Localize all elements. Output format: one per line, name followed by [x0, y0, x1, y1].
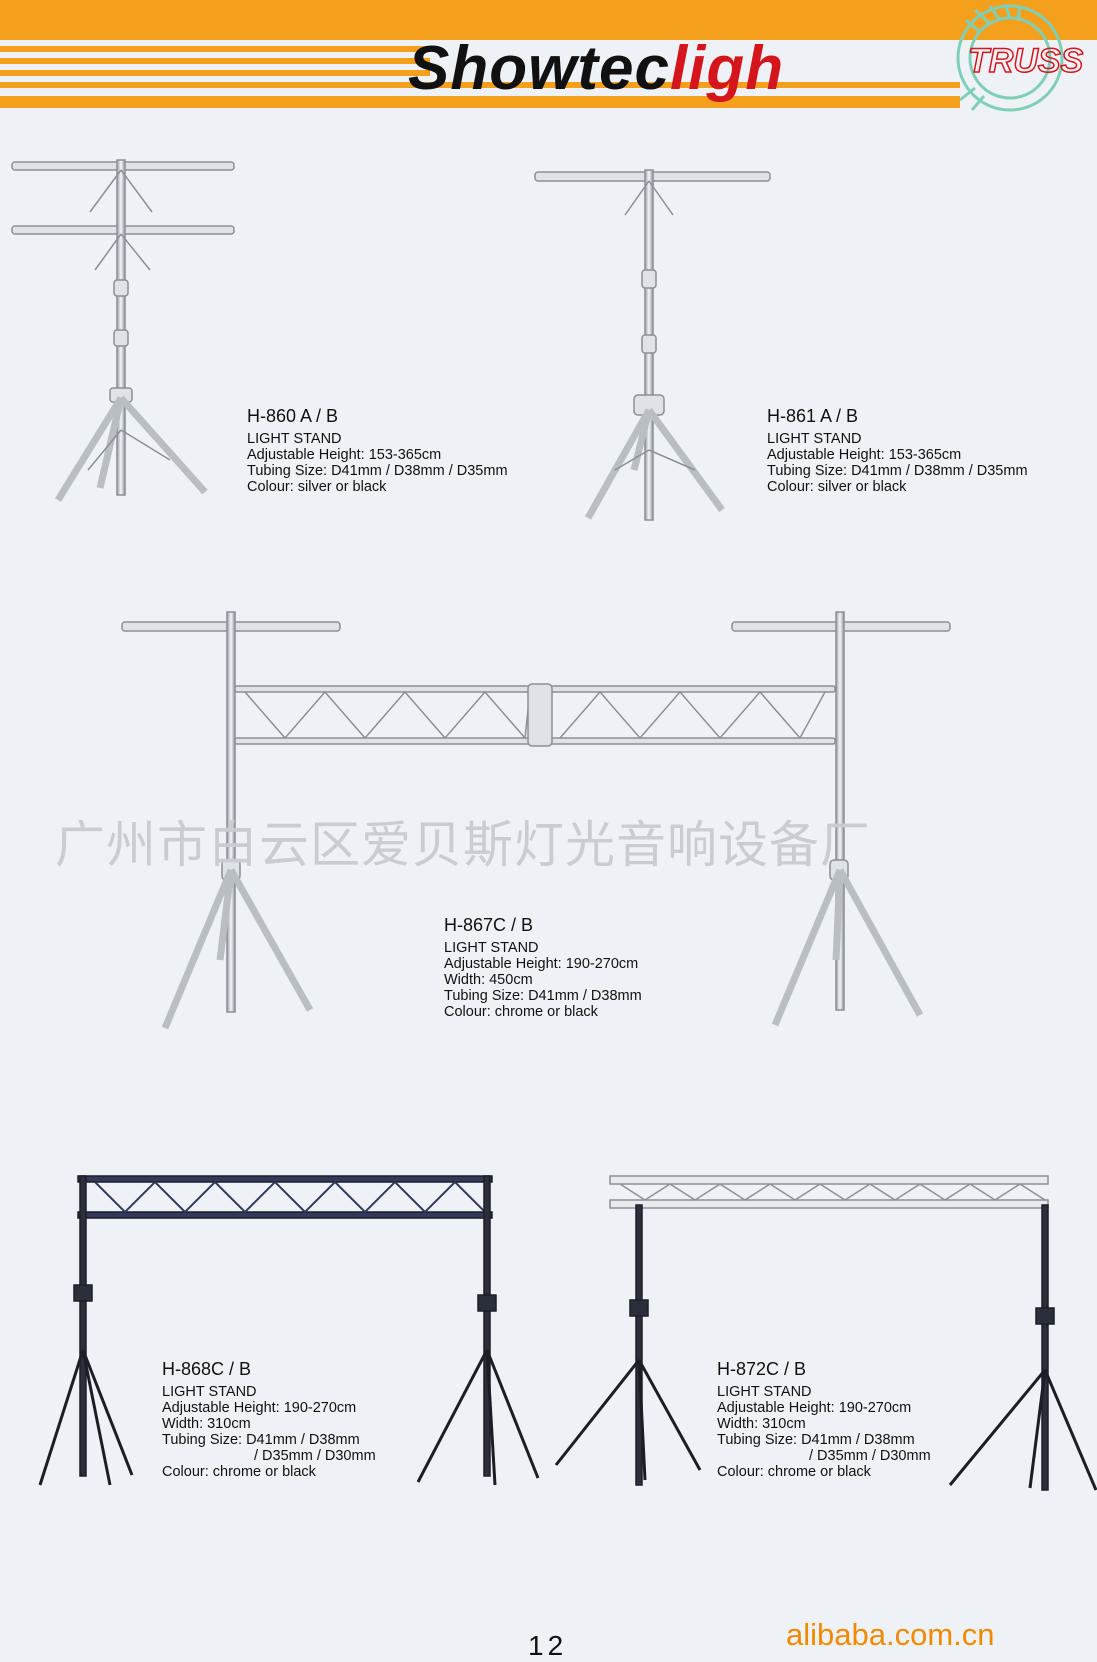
- colour: Colour: chrome or black: [717, 1464, 871, 1480]
- stand-h867-image: [121, 611, 951, 1030]
- product-type: LIGHT STAND: [247, 431, 342, 447]
- page-number: 12: [528, 1630, 568, 1661]
- tubing-size-cont: / D35mm / D30mm: [254, 1448, 376, 1464]
- model-name: H-872C / B: [717, 1359, 807, 1379]
- tubing-size: Tubing Size: D41mm / D38mm: [444, 988, 642, 1004]
- adjustable-height: Adjustable Height: 190-270cm: [162, 1400, 357, 1416]
- model-name: H-868C / B: [162, 1359, 252, 1379]
- spec-h860: H-860 A / B LIGHT STAND Adjustable Heigh…: [247, 405, 508, 495]
- width: Width: 310cm: [717, 1416, 806, 1432]
- tubing-size: Tubing Size: D41mm / D38mm / D35mm: [247, 463, 508, 479]
- adjustable-height: Adjustable Height: 190-270cm: [444, 956, 639, 972]
- truss-logo: TRUSS: [956, 3, 1084, 112]
- spec-h872: H-872C / B LIGHT STAND Adjustable Height…: [717, 1358, 931, 1480]
- product-type: LIGHT STAND: [767, 431, 862, 447]
- adjustable-height: Adjustable Height: 190-270cm: [717, 1400, 912, 1416]
- adjustable-height: Adjustable Height: 153-365cm: [767, 447, 962, 463]
- header-stripe: [0, 96, 960, 108]
- brand-title: Showtecligh: [408, 38, 784, 100]
- tubing-size-cont: / D35mm / D30mm: [809, 1448, 931, 1464]
- header-stripe: [0, 82, 960, 88]
- spec-h861: H-861 A / B LIGHT STAND Adjustable Heigh…: [767, 405, 1028, 495]
- colour: Colour: silver or black: [247, 479, 387, 495]
- product-type: LIGHT STAND: [444, 940, 539, 956]
- colour: Colour: silver or black: [767, 479, 907, 495]
- stand-h868-image: [38, 1175, 540, 1486]
- brand-title-part2: ligh: [669, 34, 785, 103]
- colour: Colour: chrome or black: [444, 1004, 598, 1020]
- stand-h872-image: [554, 1175, 1097, 1491]
- brand-title-part1: Showtec: [408, 34, 670, 103]
- watermark-text: 广州市白云区爱贝斯灯光音响设备厂: [55, 816, 871, 874]
- stand-h861-image: [534, 169, 771, 521]
- width: Width: 450cm: [444, 972, 533, 988]
- header-stripe: [0, 70, 430, 76]
- header-stripe: [0, 46, 430, 52]
- tubing-size: Tubing Size: D41mm / D38mm: [162, 1432, 360, 1448]
- spec-h867: H-867C / B LIGHT STAND Adjustable Height…: [444, 914, 642, 1020]
- product-type: LIGHT STAND: [717, 1384, 812, 1400]
- adjustable-height: Adjustable Height: 153-365cm: [247, 447, 442, 463]
- tubing-size: Tubing Size: D41mm / D38mm / D35mm: [767, 463, 1028, 479]
- model-name: H-861 A / B: [767, 406, 859, 426]
- page-header: Showtecligh TRUSS: [0, 0, 1097, 118]
- header-stripe: [0, 58, 430, 64]
- stand-h860-image: [11, 159, 235, 502]
- truss-logo-text: TRUSS: [968, 42, 1084, 80]
- spec-h868: H-868C / B LIGHT STAND Adjustable Height…: [162, 1358, 376, 1480]
- width: Width: 310cm: [162, 1416, 251, 1432]
- tubing-size: Tubing Size: D41mm / D38mm: [717, 1432, 915, 1448]
- site-watermark: alibaba.com.cn: [786, 1617, 995, 1652]
- product-type: LIGHT STAND: [162, 1384, 257, 1400]
- colour: Colour: chrome or black: [162, 1464, 316, 1480]
- model-name: H-860 A / B: [247, 406, 339, 426]
- header-band: [0, 0, 1097, 40]
- model-name: H-867C / B: [444, 915, 534, 935]
